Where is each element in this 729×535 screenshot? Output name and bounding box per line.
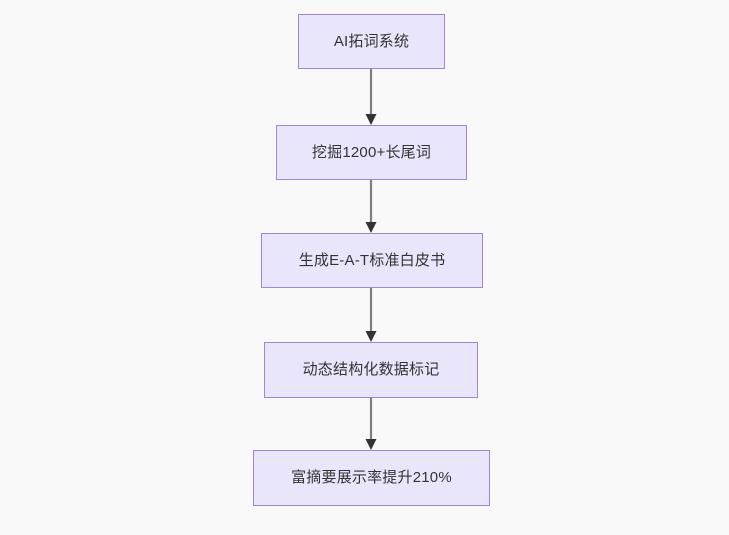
flowchart-node-ai-keyword-system[interactable]: AI拓词系统 (298, 14, 445, 69)
node-label: AI拓词系统 (333, 32, 410, 50)
node-label: 动态结构化数据标记 (302, 361, 440, 378)
node-label: 生成E-A-T标准白皮书 (298, 251, 446, 269)
edge-n4-n5 (359, 398, 383, 450)
node-label: 富摘要展示率提升210% (291, 469, 452, 486)
edge-n2-n3 (359, 180, 383, 233)
flowchart-node-rich-snippet-impression-lift[interactable]: 富摘要展示率提升210% (253, 450, 490, 506)
flowchart-node-mine-longtail-keywords[interactable]: 挖掘1200+长尾词 (276, 125, 467, 180)
edge-n3-n4 (359, 288, 383, 342)
flowchart-node-dynamic-structured-data-markup[interactable]: 动态结构化数据标记 (264, 342, 478, 398)
node-label: 挖掘1200+长尾词 (311, 143, 432, 161)
edge-n1-n2 (359, 69, 383, 125)
flowchart-node-generate-eat-whitepaper[interactable]: 生成E-A-T标准白皮书 (261, 233, 483, 288)
